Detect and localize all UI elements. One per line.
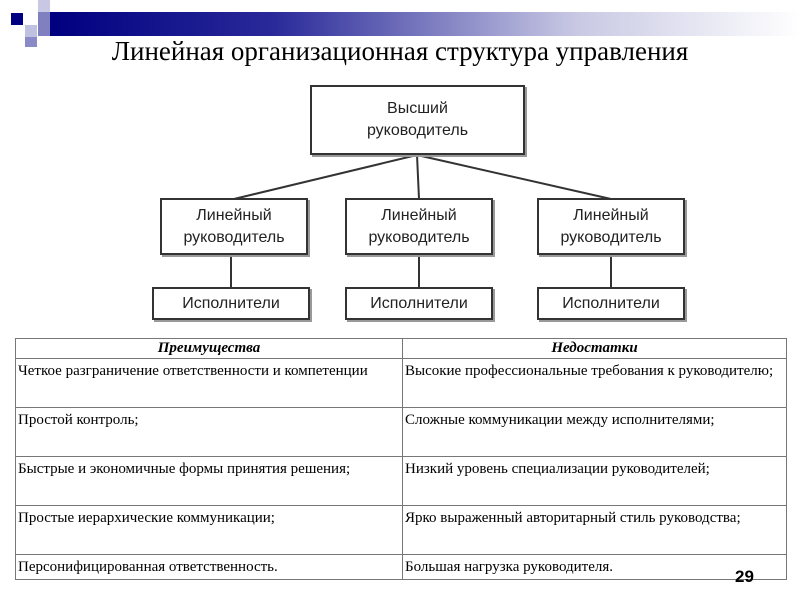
table-row: Простые иерархические коммуникации;Ярко … xyxy=(15,505,787,555)
disadvantage-cell: Ярко выраженный авторитарный стиль руков… xyxy=(402,505,787,555)
disadvantage-cell: Сложные коммуникации между исполнителями… xyxy=(402,407,787,457)
table-header-row: Преимущества Недостатки xyxy=(15,338,787,359)
table-row: Быстрые и экономичные формы принятия реш… xyxy=(15,456,787,506)
decor-square xyxy=(38,0,50,12)
line-manager-box: Линейный руководитель xyxy=(345,198,493,255)
table-row: Простой контроль;Сложные коммуникации ме… xyxy=(15,407,787,457)
page-number: 29 xyxy=(735,567,754,586)
decor-square xyxy=(38,12,50,36)
header-bar xyxy=(50,12,800,36)
top-manager-box: Высший руководитель xyxy=(310,85,525,155)
decor-square xyxy=(25,25,37,37)
advantage-cell: Быстрые и экономичные формы принятия реш… xyxy=(15,456,403,506)
table-row: Персонифицированная ответственность.Боль… xyxy=(15,554,787,580)
connector-lines xyxy=(230,154,612,288)
slide-title: Линейная организационная структура управ… xyxy=(111,36,689,66)
header-disadvantages: Недостатки xyxy=(402,338,787,359)
executors-box: Исполнители xyxy=(537,287,685,320)
advantage-cell: Персонифицированная ответственность. xyxy=(15,554,403,580)
advantage-cell: Простые иерархические коммуникации; xyxy=(15,505,403,555)
advantage-cell: Простой контроль; xyxy=(15,407,403,457)
decor-square xyxy=(25,37,37,47)
table-row: Четкое разграничение ответственности и к… xyxy=(15,358,787,408)
header-advantages: Преимущества xyxy=(15,338,403,359)
line-manager-box: Линейный руководитель xyxy=(537,198,685,255)
advantage-cell: Четкое разграничение ответственности и к… xyxy=(15,358,403,408)
pros-cons-table: Преимущества Недостатки Четкое разгранич… xyxy=(15,338,787,580)
disadvantage-cell: Низкий уровень специализации руководител… xyxy=(402,456,787,506)
executors-box: Исполнители xyxy=(152,287,310,320)
line-manager-box: Линейный руководитель xyxy=(160,198,308,255)
decor-square xyxy=(11,13,23,25)
executors-box: Исполнители xyxy=(345,287,493,320)
disadvantage-cell: Большая нагрузка руководителя. xyxy=(402,554,787,580)
disadvantage-cell: Высокие профессиональные требования к ру… xyxy=(402,358,787,408)
